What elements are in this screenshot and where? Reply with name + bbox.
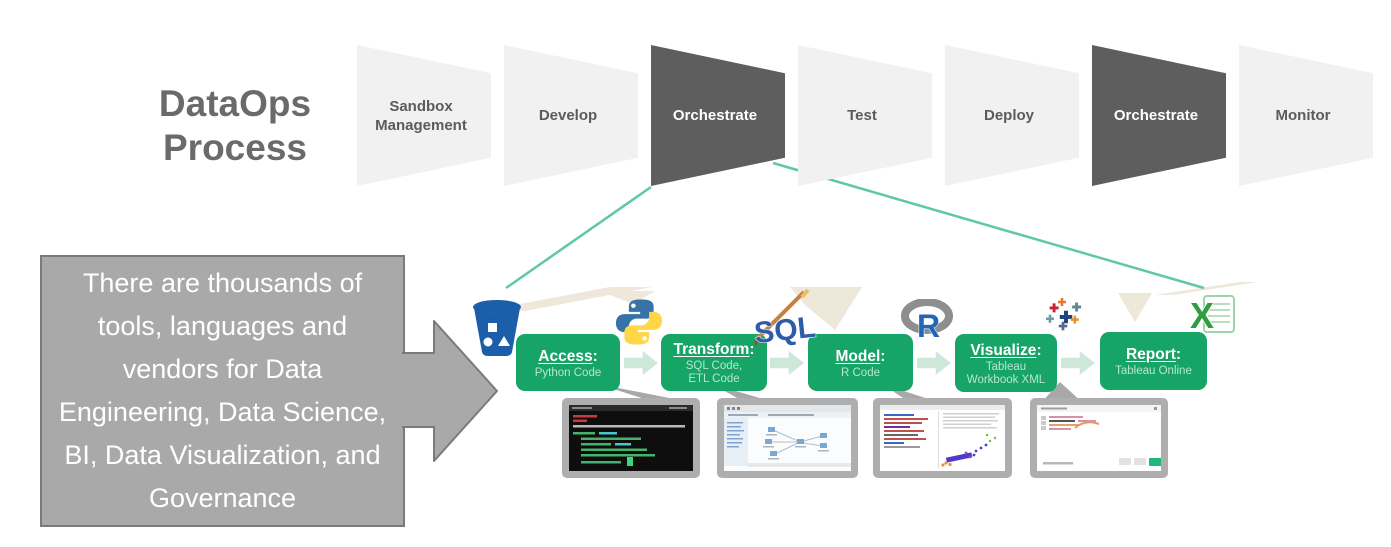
note-box: There are thousands of tools, languages … (40, 255, 405, 527)
beige-chevron-shapes (483, 282, 1258, 330)
dialog-green-button (1149, 458, 1161, 466)
process-step-deploy: Deploy (945, 45, 1079, 186)
thumbnail-python-terminal (562, 398, 700, 478)
pipeline-box-title: Access (538, 347, 593, 365)
process-step-label: Develop (538, 107, 598, 124)
pipeline-box-subtitle: Python Code (534, 366, 602, 379)
bitbucket-bucket-icon (473, 300, 521, 356)
process-step-orchestrate-2: Orchestrate (1092, 45, 1226, 186)
page-title: DataOps Process (110, 82, 360, 170)
page-title-line2: Process (163, 127, 307, 168)
pipeline-box-model: Model: R Code (808, 334, 913, 391)
thumbnail-xml-dialog (1030, 398, 1168, 478)
pipeline-box-subtitle: Tableau Online (1115, 365, 1192, 377)
pipeline-box-title: Report (1125, 346, 1176, 363)
pipeline-box-subtitle: R Code (841, 366, 880, 379)
tableau-icon (1046, 298, 1082, 331)
etl-content (724, 405, 851, 471)
python-icon (615, 299, 663, 345)
sql-icon: SQL (752, 288, 818, 351)
pipeline-box-title: Model (835, 347, 881, 365)
pipeline-box-subtitle: SQL Code, (685, 360, 743, 372)
process-step-label: Monitor (1275, 107, 1331, 124)
page-title-line1: DataOps (158, 83, 312, 124)
pipeline-box-transform: Transform: SQL Code,ETL Code (661, 334, 767, 391)
process-step-label: Sandbox Management (375, 97, 467, 134)
process-step-monitor: Monitor (1239, 45, 1373, 186)
process-step-label: Test (847, 107, 877, 124)
pipeline-box-access: Access: Python Code (516, 334, 620, 391)
excel-icon: X (1190, 294, 1235, 336)
thumbnail-etl-tool (717, 398, 858, 478)
note-text: There are thousands of tools, languages … (58, 268, 387, 513)
process-step-label: Orchestrate (1113, 107, 1199, 124)
dialog-content (1037, 405, 1161, 471)
process-step-sandbox-management: Sandbox Management (357, 45, 491, 186)
terminal-content (569, 405, 693, 471)
process-step-label: Orchestrate (672, 107, 758, 124)
r-logo-icon: R (901, 299, 953, 341)
pipeline-box-report: Report: Tableau Online (1100, 332, 1207, 390)
thumbnail-r-ide (873, 398, 1012, 478)
excel-letter: X (1190, 295, 1214, 336)
big-gray-arrow (402, 320, 498, 462)
pipeline-box-title: Visualize (970, 341, 1037, 359)
sql-letters: SQL (753, 311, 818, 350)
pipeline-box-subtitle: Tableau (985, 360, 1027, 373)
process-step-label: Deploy (983, 107, 1034, 124)
r-ide-content (880, 405, 1005, 471)
r-letter: R (917, 308, 940, 341)
pipeline-box-title: Transform (673, 341, 750, 358)
zoom-funnel-lines (505, 161, 1205, 290)
